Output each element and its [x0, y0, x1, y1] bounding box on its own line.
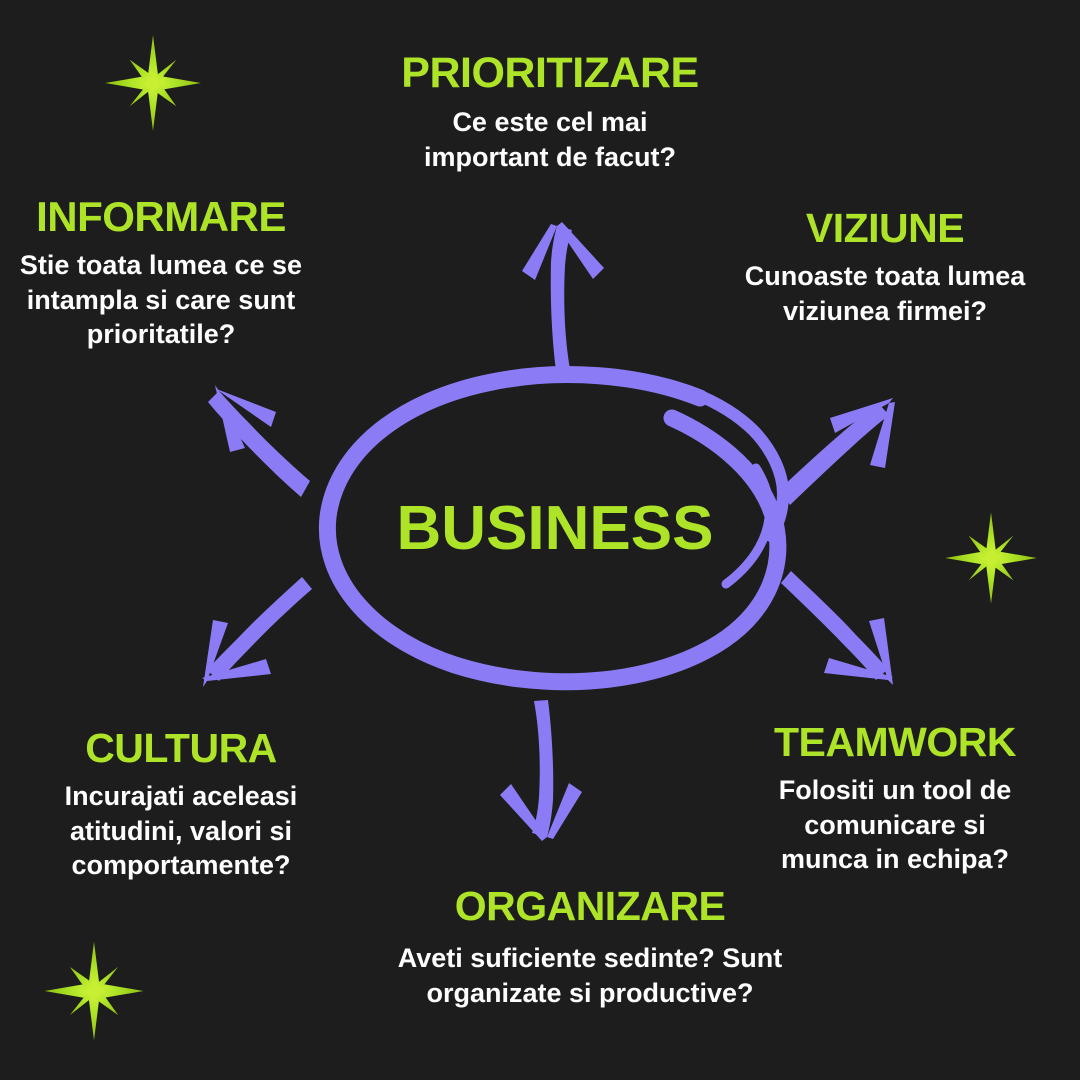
node-organizare[interactable]: ORGANIZARE Aveti suficiente sedinte? Sun… [350, 886, 830, 1010]
node-desc-informare: Stie toata lumea ce se intampla si care … [0, 248, 330, 352]
node-title-prioritizare: PRIORITIZARE [401, 49, 699, 97]
node-title-teamwork: TEAMWORK [774, 719, 1016, 765]
node-desc-prioritizare: Ce este cel mai important de facut? [358, 105, 742, 174]
node-title-cultura: CULTURA [85, 725, 277, 771]
arrow-down-right-icon [781, 571, 893, 685]
arrow-down-icon [500, 700, 582, 841]
node-desc-teamwork: Folositi un tool de comunicare si munca … [730, 773, 1060, 877]
arrow-down-left-icon [202, 577, 312, 687]
desc-line: Folositi un tool de [778, 775, 1012, 805]
desc-line: Stie toata lumea ce se [19, 250, 303, 280]
node-title-informare: INFORMARE [36, 193, 286, 240]
node-cultura[interactable]: CULTURA Incurajati aceleasi atitudini, v… [22, 728, 340, 883]
node-viziune[interactable]: VIZIUNE Cunoaste toata lumea viziunea fi… [712, 208, 1058, 328]
desc-line: Cunoaste toata lumea [744, 261, 1026, 291]
node-desc-organizare: Aveti suficiente sedinte? Sunt organizat… [350, 941, 830, 1010]
desc-line: atitudini, valori si [69, 815, 293, 846]
desc-line: munca in echipa? [780, 844, 1010, 875]
node-prioritizare[interactable]: PRIORITIZARE Ce este cel mai important d… [358, 52, 742, 174]
arrow-up-left-icon [208, 385, 310, 497]
arrow-up-icon [522, 222, 604, 370]
node-desc-cultura: Incurajati aceleasi atitudini, valori si… [22, 779, 340, 883]
desc-line: organizate si productive? [426, 977, 754, 1008]
node-title-viziune: VIZIUNE [805, 205, 965, 251]
node-desc-viziune: Cunoaste toata lumea viziunea firmei? [712, 259, 1058, 328]
node-title-organizare: ORGANIZARE [454, 883, 726, 929]
desc-line: prioritatile? [86, 319, 236, 350]
desc-line: comunicare si [804, 809, 986, 840]
desc-line: Ce este cel mai [452, 107, 648, 137]
hand-drawn-ellipse [318, 366, 790, 691]
desc-line: intampla si care sunt [26, 284, 296, 315]
desc-line: viziunea firmei? [782, 295, 988, 326]
arrow-up-right-icon [779, 398, 895, 505]
desc-line: comportamente? [71, 850, 291, 881]
desc-line: Aveti suficiente sedinte? Sunt [397, 943, 783, 973]
node-teamwork[interactable]: TEAMWORK Folositi un tool de comunicare … [730, 722, 1060, 877]
node-informare[interactable]: INFORMARE Stie toata lumea ce se intampl… [0, 196, 330, 352]
desc-line: important de facut? [423, 141, 676, 172]
desc-line: Incurajati aceleasi [64, 781, 298, 811]
